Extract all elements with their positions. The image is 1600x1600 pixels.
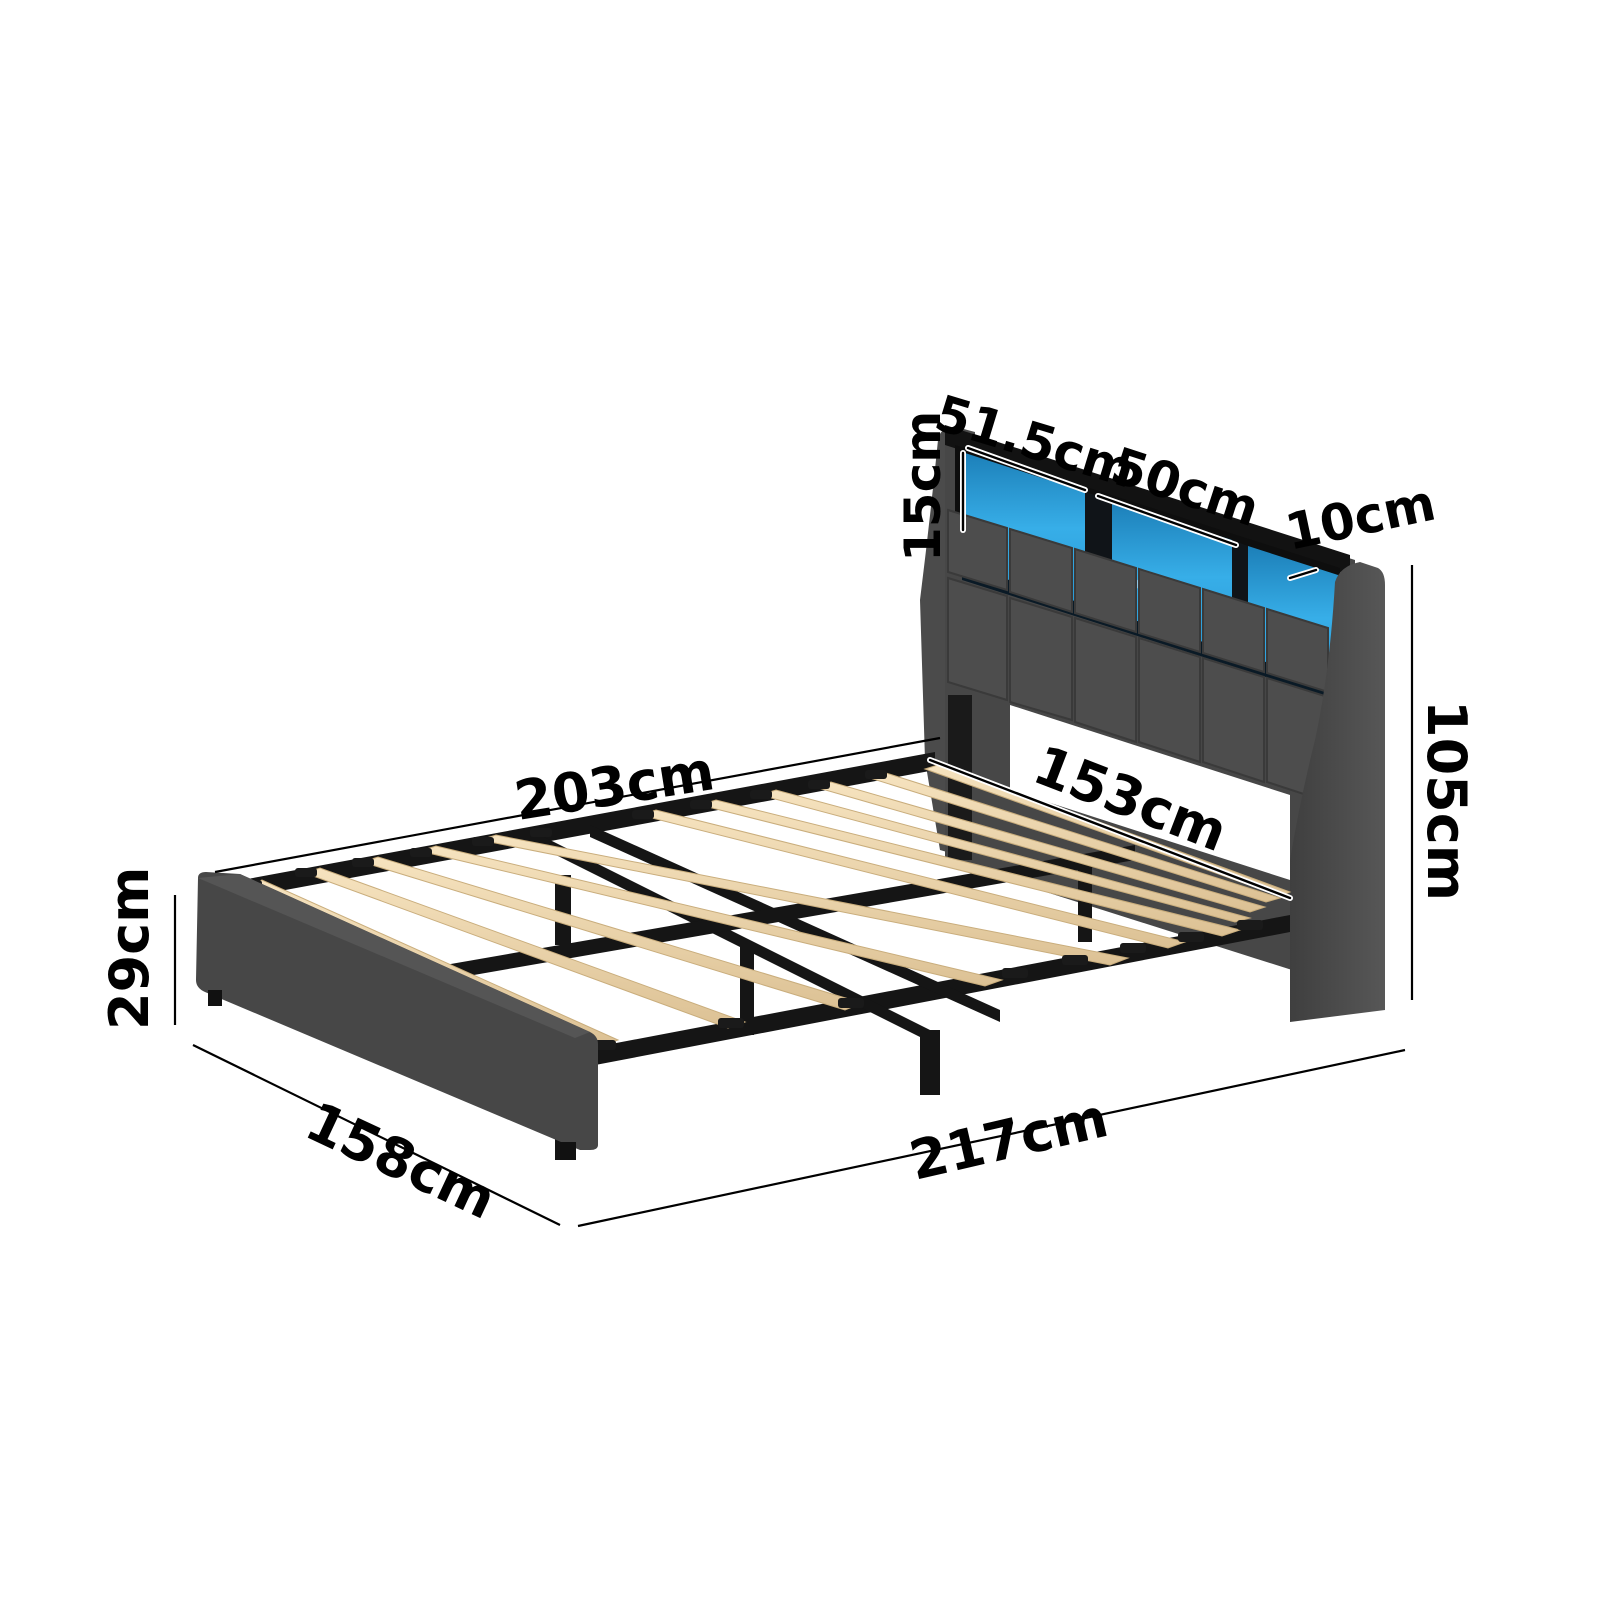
headboard-top-rail [945, 425, 1350, 575]
label-overall-length: 217cm [904, 1086, 1114, 1193]
center-support-beam [530, 830, 930, 1042]
support-leg [920, 1030, 940, 1095]
support-leg [555, 875, 571, 945]
label-total-height: 105cm [1415, 700, 1478, 901]
dim-line-51-5 [966, 446, 1087, 492]
dim-line-10 [1288, 568, 1318, 580]
label-shelf-height: 15cm [894, 411, 952, 562]
footboard-top-edge [198, 874, 590, 1038]
headboard-tufting [947, 508, 1329, 804]
dim-line-203 [214, 736, 941, 874]
dim-line-153 [928, 758, 1292, 900]
label-footboard-height: 29cm [98, 867, 161, 1030]
headboard-right-wing [1290, 562, 1385, 1022]
dim-line-50 [1096, 494, 1238, 547]
footboard [196, 872, 598, 1160]
footboard-leg [560, 1142, 576, 1160]
dimension-lines [173, 445, 1414, 1228]
cross-bar [445, 845, 1135, 980]
headboard [920, 425, 1385, 1022]
dim-line-217 [577, 1048, 1406, 1228]
footboard-leg [208, 990, 222, 1006]
label-overall-width: 158cm [297, 1090, 506, 1232]
label-shelf-depth: 10cm [1280, 474, 1440, 562]
dim-line-158 [192, 1044, 561, 1226]
footboard-panel [196, 872, 598, 1150]
slat-end-caps [240, 770, 1263, 1050]
headboard-opening [1010, 705, 1290, 880]
